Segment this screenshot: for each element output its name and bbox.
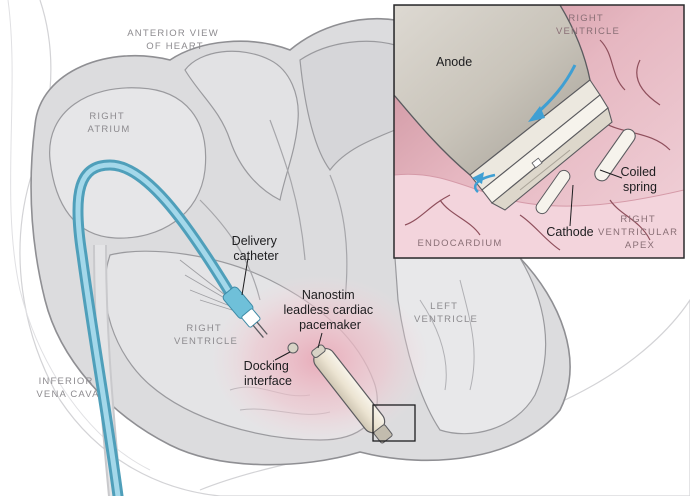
inset-cathode-slot — [531, 157, 543, 169]
zoom-locator-box — [372, 404, 416, 442]
inset-frame — [393, 4, 685, 259]
label-delivery-catheter: Delivery catheter — [232, 234, 281, 263]
pacemaker-leader — [317, 332, 323, 349]
label-docking-interface: Docking interface — [244, 359, 293, 388]
pacemaker-device — [311, 344, 393, 444]
inset-label-right-ventricle: RIGHT VENTRICLE — [556, 13, 620, 37]
aortic-root — [299, 40, 396, 172]
docking-interface-knob — [287, 342, 299, 354]
catheter-leader — [241, 257, 249, 296]
inset-label-rv-apex: RIGHT VENTRICULAR APEX — [598, 214, 682, 251]
inset-label-endocardium: ENDOCARDIUM — [418, 238, 503, 249]
inset-cathode — [491, 107, 613, 211]
inset-label-anode: Anode — [436, 55, 472, 69]
body-outline-inner — [7, 0, 151, 471]
inset-label-coiled-spring: Coiled spring — [621, 165, 660, 194]
inset-coiled-spring — [594, 128, 636, 182]
label-right-ventricle: RIGHT VENTRICLE — [174, 323, 238, 347]
inset-arrow-head — [528, 106, 545, 122]
inset-cathode-detail — [519, 149, 571, 191]
label-nanostim: Nanostim leadless cardiac pacemaker — [283, 288, 376, 332]
cathode-leader — [569, 184, 574, 227]
tricuspid-chordae — [179, 259, 233, 311]
label-left-ventricle: LEFT VENTRICLE — [414, 301, 478, 325]
label-right-atrium: RIGHT ATRIUM — [88, 111, 131, 135]
docking-leader — [274, 351, 291, 361]
inset-label-cathode: Cathode — [546, 225, 593, 239]
inset-coiled-spring-2 — [535, 169, 571, 215]
inset-endocardium — [394, 173, 684, 258]
label-anterior-view: ANTERIOR VIEW OF HEART — [127, 28, 222, 52]
inset-magnified-view: RIGHT VENTRICLE Anode Cathode Coiled spr… — [393, 4, 685, 259]
label-inferior-vena-cava: INFERIOR VENA CAVA — [36, 376, 99, 400]
catheter-highlight — [75, 162, 231, 496]
catheter-tip — [222, 286, 268, 338]
inset-rotation-arrow-2 — [473, 173, 496, 193]
spring-leader — [599, 169, 623, 179]
great-vessels — [184, 50, 299, 201]
inset-arrow-head-2 — [472, 172, 484, 184]
